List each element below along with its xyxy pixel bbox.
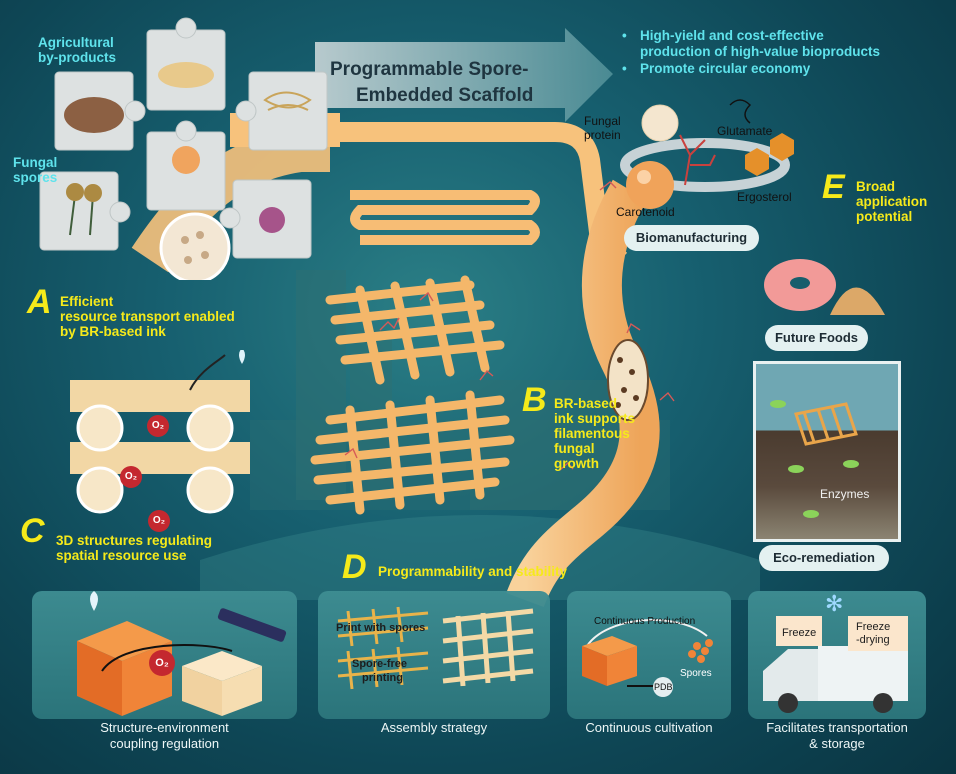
section-b-line4: fungal [554, 441, 595, 456]
ergosterol-label: Ergosterol [737, 190, 792, 204]
section-e-line2: application [856, 194, 928, 209]
section-b-line1: BR-based [554, 396, 618, 411]
o2-bubble-1: O₂ [147, 415, 169, 437]
section-c-diagram [70, 350, 250, 514]
bullet-text-1: High-yield and cost-effective [640, 28, 824, 43]
letter-a: A [27, 283, 52, 321]
o2-bubble-3: O₂ [148, 510, 170, 532]
bullet-text-1b: production of high-value bioproducts [640, 44, 880, 59]
panel-2-illustration [337, 606, 534, 690]
freeze-drying-line1: Freeze [856, 621, 891, 633]
section-a-line3: by BR-based ink [60, 324, 166, 339]
freeze-drying-line2: -drying [856, 634, 890, 646]
panel-2-caption: Assembly strategy [380, 720, 488, 735]
panel-3-caption: Continuous cultivation [585, 720, 713, 735]
section-b-line3: filamentous [554, 426, 630, 441]
spore-free-line2: printing [362, 672, 403, 684]
letter-b: B [522, 381, 547, 419]
spores-label: Spores [680, 668, 712, 679]
letter-c: C [20, 512, 45, 550]
section-e-line1: Broad [856, 179, 896, 194]
svg-text:✻: ✻ [825, 591, 843, 616]
o2-bubble-2: O₂ [120, 466, 142, 488]
fungal-protein-line1: Fungal [584, 114, 621, 128]
future-foods-illustration [764, 259, 885, 315]
biomanufacturing-pill: Biomanufacturing [624, 225, 759, 251]
continuous-production-label: Continuous Production [594, 616, 696, 627]
section-a-line2: resource transport enabled [60, 309, 235, 324]
bullet-dot-1: • [622, 28, 627, 43]
letter-d: D [342, 548, 367, 586]
spore-free-line1: Spore-free [352, 658, 408, 670]
panel-1-o2: O₂ [149, 650, 175, 676]
bullet-dot-2: • [622, 61, 627, 76]
section-c-line1: 3D structures regulating [56, 533, 213, 548]
panel-4-illustration: ✻ [763, 591, 908, 713]
bullet-text-2: Promote circular economy [640, 61, 811, 76]
panel-1-caption-line1: Structure-environment [100, 720, 229, 735]
print-with-spores-label: Print with spores [336, 622, 426, 634]
eco-remediation-illustration [770, 400, 859, 518]
panel-4-caption-line2: & storage [809, 736, 865, 751]
banner-title-line2: Embedded Scaffold [356, 85, 534, 106]
section-d-title: Programmability and stability [378, 564, 568, 579]
enzymes-label: Enzymes [820, 487, 870, 501]
glutamate-label: Glutamate [717, 124, 773, 138]
section-c-line2: spatial resource use [56, 548, 187, 563]
panel-3-illustration [582, 619, 713, 697]
eco-remediation-box [753, 361, 901, 542]
section-a-line1: Efficient [60, 294, 114, 309]
eco-remediation-pill: Eco-remediation [759, 545, 889, 571]
future-foods-pill: Future Foods [765, 325, 868, 351]
label-fungal: Fungal [13, 155, 58, 170]
letter-e: E [822, 168, 845, 206]
freeze-label: Freeze [782, 627, 817, 639]
carotenoid-label: Carotenoid [616, 205, 675, 219]
banner-arrow [315, 28, 613, 122]
section-b-line2: ink supports [554, 411, 636, 426]
biomanufacturing-illustration [620, 99, 794, 209]
section-b-line5: growth [554, 456, 599, 471]
label-agricultural: Agricultural [38, 35, 114, 50]
banner-title-line1: Programmable Spore- [330, 59, 529, 80]
panel-1-caption-line2: coupling regulation [109, 736, 220, 751]
fungal-protein-line2: protein [584, 128, 621, 142]
label-spores: spores [13, 170, 58, 185]
pdb-label: PDB [654, 682, 673, 692]
label-by-products: by-products [38, 50, 117, 65]
puzzle-pieces [39, 17, 328, 280]
section-e-line3: potential [856, 209, 913, 224]
panel-4-caption-line1: Facilitates transportation [766, 720, 908, 735]
